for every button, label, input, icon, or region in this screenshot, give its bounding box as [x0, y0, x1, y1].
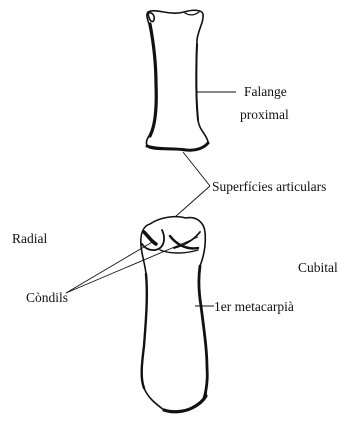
leader-lines	[66, 92, 236, 306]
superficies-leader-upper	[183, 152, 210, 186]
metacarpal-outline	[141, 217, 207, 412]
metacarpal-right-shading	[199, 266, 207, 398]
condyle-left-fill	[144, 232, 156, 244]
metacarpal-bottom-shading	[164, 396, 206, 412]
phalanx-head-notch	[185, 12, 199, 15]
metacarpal-left-shading	[142, 274, 147, 388]
condils-label: Còndils	[26, 290, 68, 305]
superficies-leader-lower	[175, 186, 210, 217]
radial-label: Radial	[12, 231, 47, 246]
falange-label-line2: proximal	[240, 107, 289, 122]
phalanx-left-shading	[150, 24, 156, 136]
first-metacarpal-bone	[141, 217, 207, 412]
proximal-phalanx-bone	[146, 10, 208, 150]
superficies-label: Superfícies articulars	[212, 179, 326, 194]
falange-label-line1: Falange	[244, 84, 287, 99]
condils-leader-1	[66, 241, 154, 293]
phalanx-right-shading	[196, 44, 198, 120]
phalanx-base-shading	[147, 143, 208, 150]
phalanx-head-cap	[148, 13, 154, 22]
condils-leader-2	[66, 237, 198, 293]
cubital-label: Cubital	[298, 260, 338, 275]
metacarpia-label: 1er metacarpià	[214, 299, 294, 314]
